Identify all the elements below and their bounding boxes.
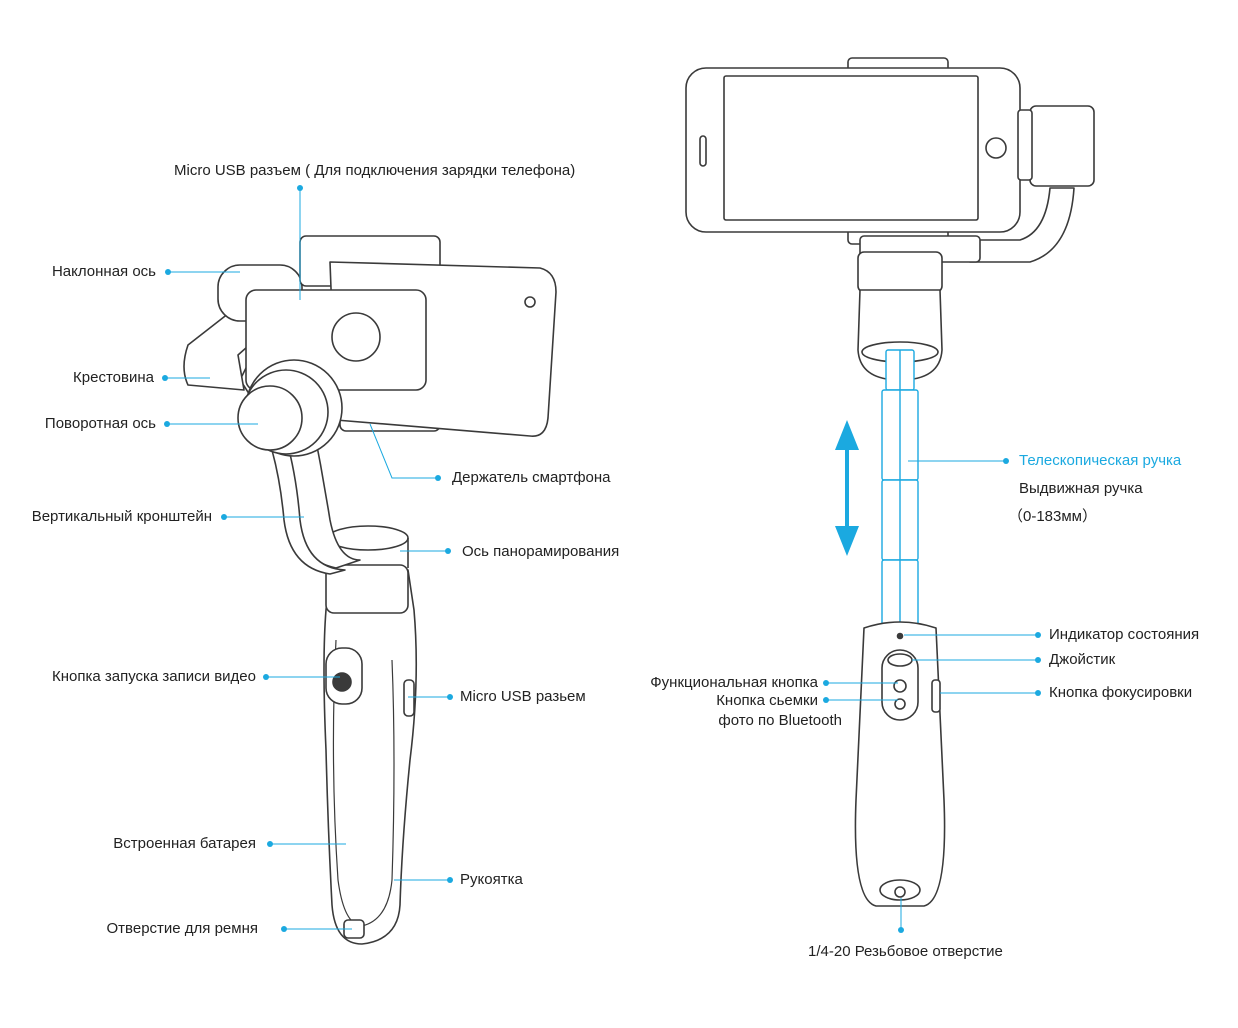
label-joystick: Джойстик bbox=[1049, 651, 1116, 668]
r-handle-body bbox=[854, 621, 946, 907]
label-function-button: Функциональная кнопка bbox=[650, 674, 818, 691]
leader-holder bbox=[369, 423, 436, 479]
extension-arrow bbox=[835, 420, 859, 556]
r-arm bbox=[969, 187, 1075, 263]
label-pan-axis: Ось панорамирования bbox=[462, 543, 620, 560]
right-gimbal-illustration bbox=[685, 57, 1095, 907]
left-gimbal-illustration bbox=[183, 235, 557, 945]
r-joystick-shape bbox=[887, 653, 913, 667]
label-bt-photo-line1: Кнопка сьемки bbox=[716, 692, 818, 709]
r-phone-speaker bbox=[699, 135, 707, 167]
r-function-button-shape bbox=[893, 679, 907, 693]
label-telescopic-title: Телескопическая ручка bbox=[1019, 452, 1182, 469]
label-extendable-handle: Выдвижная ручка bbox=[1019, 480, 1143, 497]
label-cross-arm: Крестовина bbox=[73, 369, 154, 386]
label-thread-hole: 1/4-20 Резьбовое отверстие bbox=[808, 943, 1003, 960]
phone-camera-ring bbox=[331, 312, 381, 362]
label-bt-photo-line2: фото по Bluetooth bbox=[718, 712, 842, 729]
roll-motor-face bbox=[237, 385, 303, 451]
record-button-shape bbox=[332, 672, 352, 692]
leader-lines bbox=[166, 186, 1036, 930]
r-bt-button-shape bbox=[894, 698, 906, 710]
r-focus-button-shape bbox=[931, 679, 941, 713]
label-handle: Рукоятка bbox=[460, 871, 523, 888]
label-phone-holder: Держатель смартфона bbox=[452, 469, 611, 486]
label-tilt-axis: Наклонная ось bbox=[51, 263, 156, 280]
phone-camera-lens bbox=[524, 296, 536, 308]
label-dots bbox=[162, 185, 1041, 933]
label-strap-hole: Отверстие для ремня bbox=[106, 920, 258, 937]
label-extension-range: （0-183мм） bbox=[1008, 508, 1097, 525]
r-thread-hole-shape bbox=[894, 886, 906, 898]
r-telescopic-pole bbox=[881, 349, 919, 631]
handle-body bbox=[323, 569, 418, 945]
r-status-led bbox=[896, 632, 904, 640]
label-battery: Встроенная батарея bbox=[113, 835, 256, 852]
r-phone-home bbox=[985, 137, 1007, 159]
pan-motor-shape bbox=[325, 564, 409, 614]
r-tilt-motor bbox=[1029, 105, 1095, 187]
label-focus-button: Кнопка фокусировки bbox=[1049, 684, 1193, 701]
r-phone-screen bbox=[723, 75, 979, 221]
r-pan-ring bbox=[857, 251, 943, 293]
label-micro-usb-side: Micro USB разьем bbox=[460, 688, 586, 705]
label-roll-axis: Поворотная ось bbox=[44, 415, 156, 432]
label-status-indicator: Индикатор состояния bbox=[1049, 626, 1200, 643]
label-vertical-bracket: Вертикальный кронштейн bbox=[31, 508, 212, 525]
side-usb-port-shape bbox=[403, 679, 415, 717]
label-record-button: Кнопка запуска записи видео bbox=[51, 668, 256, 685]
label-micro-usb-top: Micro USB разъем ( Для подключения заряд… bbox=[174, 162, 576, 179]
